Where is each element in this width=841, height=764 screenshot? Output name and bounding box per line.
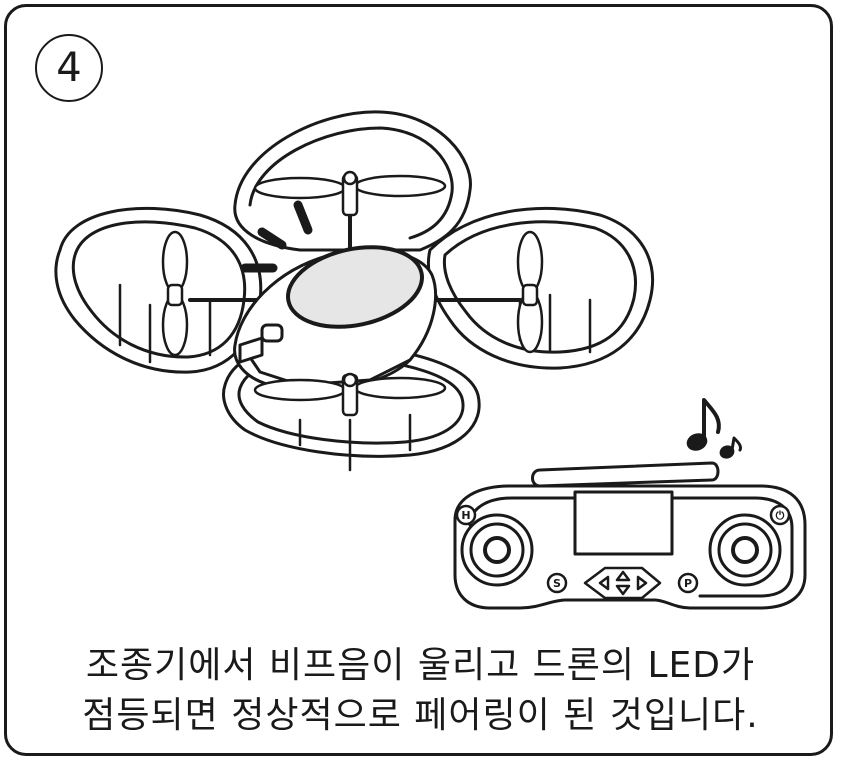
propeller-front [253,372,447,417]
propeller-left [161,230,189,357]
drone-illustration [54,110,655,472]
caption-line-1: 조종기에서 비프음이 울리고 드론의 LED가 [85,645,756,686]
button-power [769,504,791,526]
propeller-back [253,170,447,217]
caption-line-2: 점등되면 정상적으로 페어링이 된 것입니다. [82,695,759,736]
button-s-label: S [553,577,561,590]
button-s [546,572,568,594]
button-h-label: H [461,509,470,522]
prop-guard-right [426,206,655,370]
controller-antenna [531,461,720,488]
dpad [583,566,662,600]
button-p-label: P [684,577,692,590]
led-blink-marks [240,200,313,273]
left-joystick [460,513,534,587]
instruction-panel [4,4,833,756]
drone-power-button [260,323,284,343]
propeller-right [516,230,544,354]
button-h [455,504,477,526]
button-power-label: ⏻ [776,509,785,522]
right-joystick [708,513,782,587]
button-p [677,572,699,594]
remote-controller-illustration [453,461,807,610]
music-note-icon [686,398,742,459]
drone-led-panel [286,245,424,329]
step-number-badge: 4 [35,34,103,102]
prop-guard-left [54,206,263,374]
step-number: 4 [56,45,82,91]
controller-screen [573,490,674,556]
